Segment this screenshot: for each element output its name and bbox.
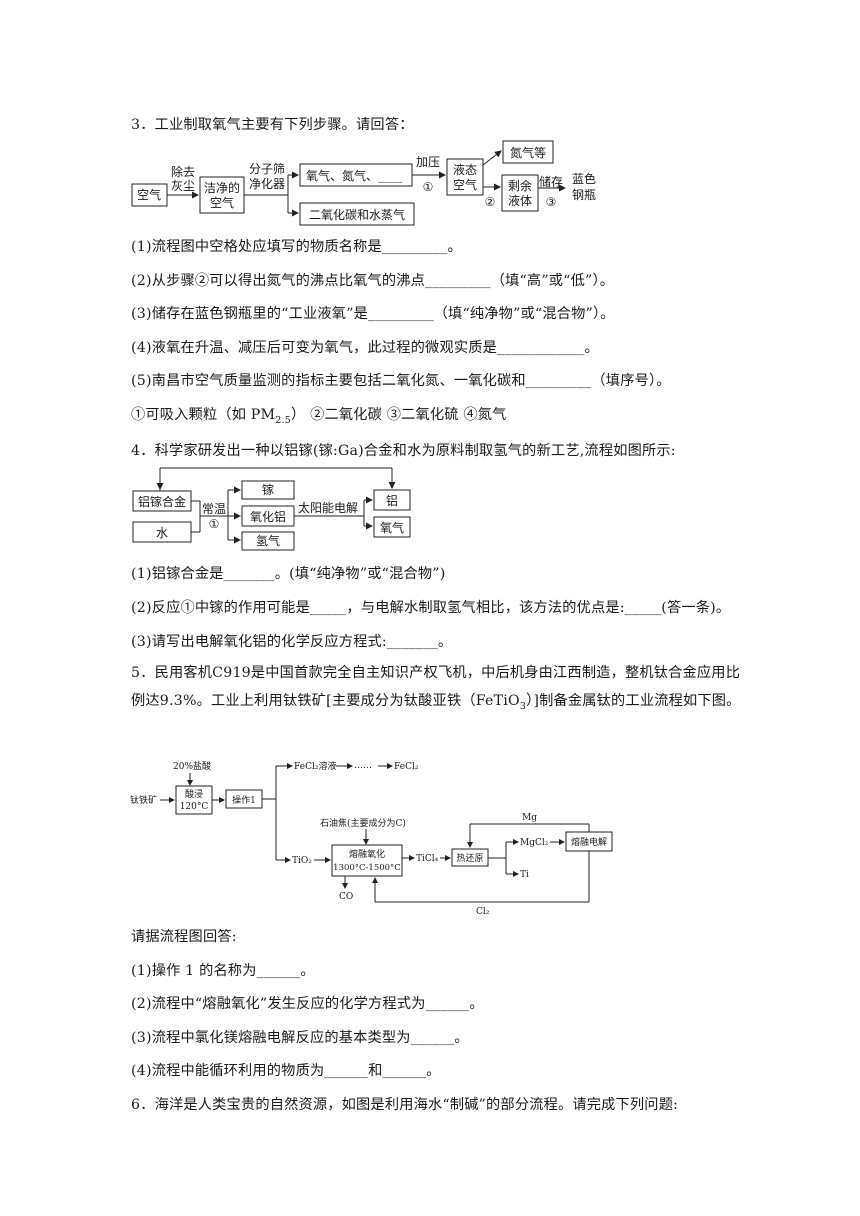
q5-coke: 石油焦(主要成分为C) — [320, 817, 406, 829]
q3-options-sub: 2.5 — [275, 414, 292, 426]
q3-blue-1: 蓝色 — [572, 172, 596, 186]
q4-hydrogen: 氢气 — [256, 533, 280, 548]
q4-gallium: 镓 — [262, 482, 274, 497]
q3-sub1: (1)流程图中空格处应填写的物质名称是_________。 — [131, 239, 462, 255]
q4-aluminum: 铝 — [386, 493, 398, 508]
q4-solar-label: 太阳能电解 — [298, 500, 358, 515]
q4-flow-diagram: 铝镓合金 水 常温 ① 镓 氧化铝 氢气 太阳能电解 铝 氧气 — [132, 467, 411, 551]
q3-remove-dust-label-1: 除去 — [171, 164, 195, 179]
q3-gases-label: 氧气、氮气、____ — [306, 168, 402, 183]
q5-sub3: (3)流程中氯化镁熔融电解反应的基本类型为______。 — [131, 1030, 469, 1046]
q5-melt-elec: 熔融电解 — [571, 836, 607, 848]
q4-step1: ① — [209, 517, 220, 531]
q3-step1-label: ① — [423, 180, 434, 194]
q3-store-label: 储存 — [539, 174, 563, 189]
q3-co2-water-label: 二氧化碳和水蒸气 — [309, 207, 405, 222]
q5-tio2: TiO₂ — [292, 856, 312, 866]
q5-acid-leach-2: 120°C — [180, 802, 209, 812]
q5-co: CO — [339, 892, 353, 902]
q5-ore: 钛铁矿 — [130, 794, 157, 806]
q5-title-text: 5．民用客机C919是中国首款完全自主知识产权飞机，中后机身由江西制造，整机钛合… — [131, 665, 741, 709]
q5-fecl2: FeCl₂ — [394, 762, 419, 772]
q3-options: ①可吸入颗粒（如 PM2.5） ②二氧化碳 ③二氧化硫 ④氮气 — [131, 404, 507, 426]
q5-title-sub: 3 — [519, 700, 527, 712]
q5-mgcl2: MgCl₂ — [520, 838, 549, 848]
q3-flow-diagram: 空气 除去 灰尘 洁净的 空气 分子筛 净化器 氧气、氮气、____ 二氧化碳和… — [131, 140, 596, 226]
q5-melt-ox-1: 熔融氧化 — [349, 848, 385, 860]
q4-normal-temp: 常温 — [202, 502, 226, 516]
q5-melt-ox-2: 1300°C-1500°C — [333, 863, 401, 873]
q5-ticl4: TiCl₄ — [416, 854, 439, 864]
q3-options-post: ） ②二氧化碳 ③二氧化硫 ④氮气 — [291, 407, 507, 423]
q5-cl2: Cl₂ — [476, 907, 490, 916]
q5-sub4: (4)流程中能循环利用的物质为______和______。 — [131, 1063, 441, 1079]
q3-sub5: (5)南昌市空气质量监测的指标主要包括二氧化氮、一氧化碳和_________（填… — [131, 373, 671, 389]
q3-clean-air-2: 空气 — [210, 195, 234, 210]
q5-acid-leach-1: 酸浸 — [185, 789, 203, 800]
q3-liquid-air-1: 液态 — [453, 162, 477, 177]
q5-op1: 操作1 — [232, 794, 256, 806]
q5-title: 5．民用客机C919是中国首款完全自主知识产权飞机，中后机身由江西制造，整机钛合… — [131, 659, 741, 721]
q6-title: 6．海洋是人类宝贵的自然资源，如图是利用海水“制碱”的部分流程。请完成下列问题: — [131, 1097, 679, 1113]
q3-step3-label: ③ — [546, 195, 557, 209]
q3-options-pre: ①可吸入颗粒（如 PM — [131, 407, 276, 423]
q3-remaining-2: 液体 — [508, 193, 532, 208]
q3-air-label: 空气 — [137, 187, 161, 202]
q3-clean-air-1: 洁净的 — [204, 180, 240, 195]
q3-remove-dust-label-2: 灰尘 — [171, 179, 195, 193]
q5-sub1: (1)操作 1 的名称为______。 — [131, 963, 315, 979]
q3-nitrogen-etc: 氮气等 — [510, 145, 546, 160]
q4-oxygen: 氧气 — [380, 520, 404, 535]
q3-pressurize-label: 加压 — [416, 155, 440, 169]
q4-sub1: (1)铝镓合金是_______。(填“纯净物”或“混合物”) — [131, 566, 446, 582]
q4-title: 4．科学家研发出一种以铝镓(镓:Ga)合金和水为原料制取氢气的新工艺,流程如图所… — [131, 443, 676, 459]
q5-title-end: ）]制备金属钛的工业流程如下图。 — [526, 693, 741, 709]
q3-sieve-1: 分子筛 — [249, 161, 285, 176]
q5-ti: Ti — [520, 870, 529, 880]
q4-sub2: (2)反应①中镓的作用可能是_____，与电解水制取氢气相比，该方法的优点是:_… — [131, 600, 731, 616]
q3-remaining-1: 剩余 — [508, 178, 532, 193]
q3-step2-label: ② — [485, 195, 496, 209]
q3-sub2: (2)从步骤②可以得出氮气的沸点比氧气的沸点_________（填“高”或“低”… — [131, 273, 615, 289]
q5-fecl2-sol: FeCl₂溶液 — [294, 760, 336, 772]
q5-dots: …… — [354, 761, 372, 771]
q4-alumina: 氧化铝 — [250, 509, 286, 524]
q5-answer-intro: 请据流程图回答: — [131, 929, 237, 945]
q5-hot-reduce: 热还原 — [456, 852, 483, 864]
q5-mg: Mg — [522, 813, 537, 823]
q3-sieve-2: 净化器 — [249, 177, 285, 191]
q3-sub4: (4)液氧在升温、减压后可变为氧气，此过程的微观实质是____________。 — [131, 340, 599, 356]
q3-blue-2: 钢瓶 — [572, 188, 596, 202]
q4-sub3: (3)请写出电解氧化铝的化学反应方程式:_______。 — [131, 634, 453, 650]
q4-alloy-label: 铝镓合金 — [138, 494, 186, 509]
q5-flow-diagram: 20%盐酸 钛铁矿 酸浸 120°C 操作1 FeCl₂溶液 …… FeCl₂ … — [130, 760, 613, 916]
q5-sub2: (2)流程中“熔融氧化”发生反应的化学方程式为______。 — [131, 996, 484, 1012]
q3-liquid-air-2: 空气 — [453, 177, 477, 192]
q3-title: 3．工业制取氧气主要有下列步骤。请回答： — [131, 117, 414, 133]
q4-water-label: 水 — [156, 526, 168, 540]
q3-sub3: (3)储存在蓝色钢瓶里的“工业液氧”是_________（填“纯净物”或“混合物… — [131, 306, 615, 322]
q5-hcl: 20%盐酸 — [173, 760, 211, 772]
